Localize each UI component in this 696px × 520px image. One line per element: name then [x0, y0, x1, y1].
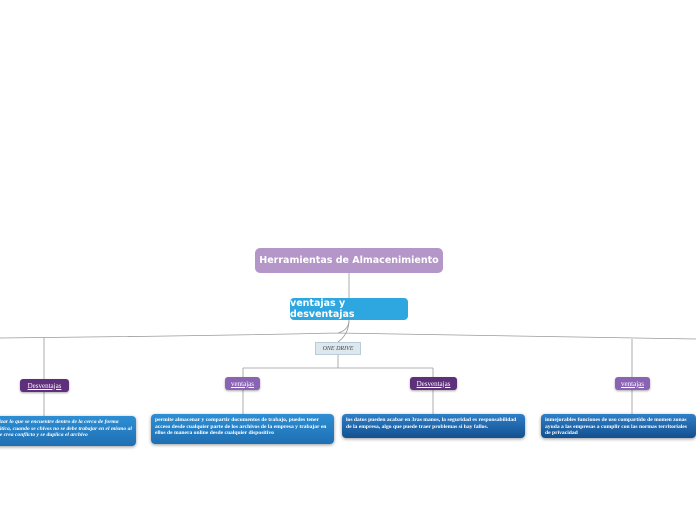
tag-label: ventajas	[621, 379, 644, 388]
description-box-3[interactable]: los datos pueden acabar en 3ras manos, l…	[342, 414, 525, 438]
connector-main-hub	[337, 319, 350, 343]
description-text: permite almacenar y compartir documentos…	[155, 417, 327, 437]
onedrive-node[interactable]: ONE DRIVE	[315, 342, 361, 355]
tag-label: Desventajas	[27, 381, 62, 390]
description-box-4[interactable]: inmejorables funciones de uso compartido…	[541, 414, 696, 438]
tag-ventajas-center[interactable]: ventajas	[225, 377, 260, 390]
onedrive-label: ONE DRIVE	[322, 345, 354, 352]
main-topic-label: ventajas y desventajas	[290, 298, 355, 320]
connector-main-branches	[0, 319, 696, 340]
root-label: Herramientas de Almacenimiento	[259, 255, 439, 266]
description-text: inmejorables funciones de uso compartido…	[545, 417, 687, 437]
description-text: los datos pueden acabar en 3ras manos, l…	[346, 417, 517, 430]
description-box-2[interactable]: permite almacenar y compartir documentos…	[151, 414, 334, 444]
connector-hub-children	[242, 355, 434, 377]
main-topic-node[interactable]: ventajas y desventajas	[290, 298, 408, 320]
description-box-1[interactable]: incronizar lo que se encuentre dentro de…	[0, 416, 136, 446]
tag-label: ventajas	[231, 379, 254, 388]
tag-label: Desventajas	[416, 379, 451, 388]
tag-desventajas-center[interactable]: Desventajas	[410, 377, 457, 390]
tag-ventajas-right[interactable]: ventajas	[615, 377, 650, 390]
tag-desventajas-left[interactable]: Desventajas	[20, 379, 69, 392]
root-node[interactable]: Herramientas de Almacenimiento	[255, 248, 443, 273]
description-text: incronizar lo que se encuentre dentro de…	[0, 419, 132, 439]
